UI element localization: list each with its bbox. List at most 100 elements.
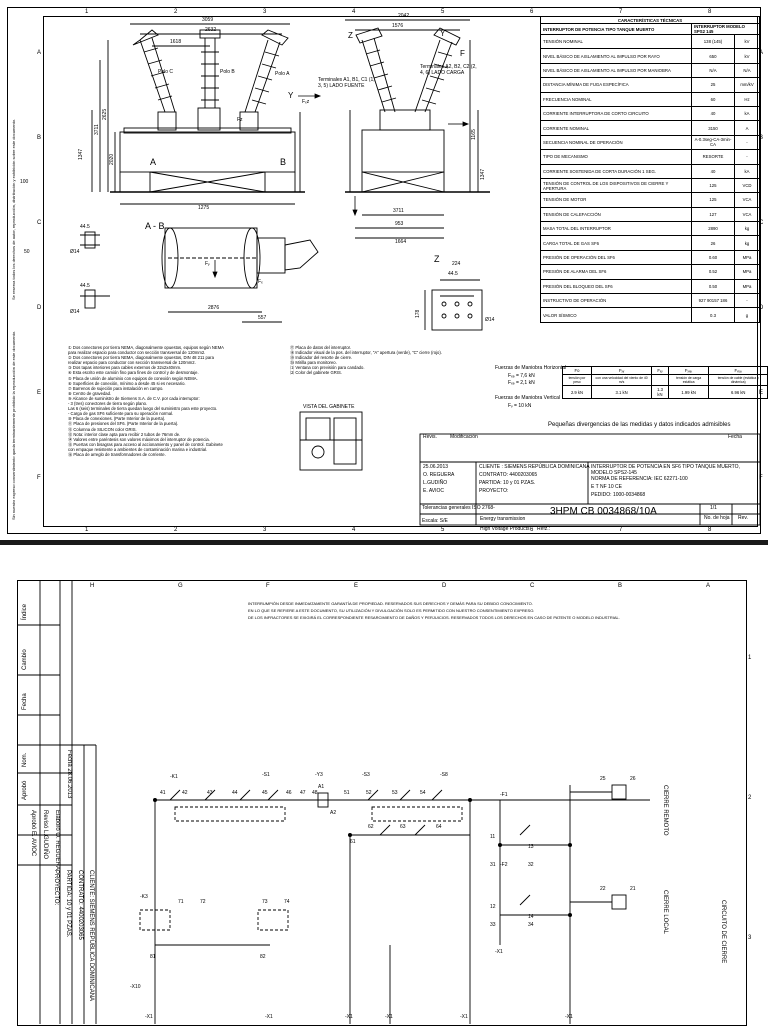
dim-front-height-4: 2020 [109, 153, 115, 165]
grid-left-label: A [37, 50, 42, 56]
dim-front-height-3: 1347 [78, 148, 84, 160]
grid-right-label: 3 [748, 935, 752, 941]
terminal-label: -X1 [495, 949, 503, 955]
grid-top-label: D [442, 583, 447, 589]
force-cell [651, 374, 669, 386]
spec-unit: - [734, 149, 760, 165]
grid-left-label: D [37, 305, 42, 311]
tb-description: INTERRUPTOR DE POTENCIA EN SF6 TIPO TANQ… [591, 464, 740, 476]
spec-unit: kV [734, 48, 760, 64]
tb-escala: Escala: S/E [422, 518, 448, 524]
spec-header-type: INTERRUPTOR DE POTENCIA TIPO TANQUE MUER… [540, 23, 692, 35]
circuit-node-label: 11 [490, 834, 496, 840]
sheet2-tb-reviso: Revisó L.GUDIÑO [42, 810, 48, 860]
tb-company-2: High Voltage Products [480, 526, 530, 532]
note-line: realizar espacio para conductor con secc… [68, 360, 196, 366]
spec-unit: MPa [734, 264, 760, 280]
force-cell: Fo [562, 366, 592, 375]
grid-bottom-label: 8 [708, 527, 712, 533]
label-y-front: Y [288, 91, 294, 100]
grid-top-label: G [178, 583, 183, 589]
spec-value: 125 [691, 192, 735, 208]
sheet1-mechanical-drawing [80, 19, 761, 526]
spec-value: 60 [691, 91, 735, 107]
circuit-node-label: 14 [528, 914, 534, 920]
spec-title: CARACTERÍSTICAS TÉCNICAS [540, 16, 760, 24]
grid-right-label: A [759, 50, 764, 56]
circuit-node-label: 43 [207, 790, 213, 796]
force-vertical-value: Fᵥ = 10 kN [508, 403, 532, 409]
tb-rev-label: Rev. [738, 515, 748, 521]
side-tank-body [361, 129, 445, 173]
label-polo-a: Polo A [275, 71, 290, 77]
grid-top-label: F [266, 583, 270, 589]
note-line: ① Dos conectores por tierra NEMA, diagon… [68, 345, 224, 350]
circuit-node-label: 73 [262, 899, 268, 905]
spec-value: N/A [691, 62, 735, 79]
spec-row: NIVEL BÁSICO DE AISLAMIENTO AL IMPULSO P… [540, 62, 760, 79]
circuit-node-label: 44 [232, 790, 238, 796]
spec-value: 3150 [691, 120, 735, 136]
spec-unit: - [734, 293, 760, 309]
grid-top-label: 7 [619, 9, 623, 15]
grid-top-label: 2 [174, 9, 178, 15]
circuit-node-label: A1 [318, 784, 325, 790]
dim-z-width: 224 [452, 261, 461, 267]
terminal-label: -X1 [265, 1014, 273, 1020]
tb-ref: Refz.: [537, 526, 551, 532]
sheet2-label-fecha: Fecha [22, 693, 28, 710]
circuit-node-label: 34 [528, 922, 534, 928]
circuit-node-label: 72 [200, 899, 206, 905]
tb-partida: PARTIDA: 10 y 01 PZAS. [479, 480, 536, 486]
dim-side-base-3: 1664 [395, 239, 407, 245]
note-line: ⑴ Ventana con previsión para candado. [290, 365, 365, 371]
grid-bottom-label: 6 [530, 527, 534, 533]
section-ab-title: A - B [145, 221, 165, 231]
spec-label: INSTRUCTIVO DE OPERACIÓN [540, 293, 692, 309]
circuit-node-label: 82 [260, 954, 266, 960]
spec-label: TENSIÓN DE MOTOR [540, 192, 692, 208]
note-line: ⑤ Placa de unión de aluminio con equipos… [68, 375, 198, 381]
spec-value: 40 [691, 105, 735, 122]
circuit-node-label: 32 [528, 862, 534, 868]
circuit-device-label: -X10 [130, 984, 141, 990]
note-line: con empaque resistente a ambientes de co… [68, 446, 208, 452]
cierre-local-switch [611, 894, 627, 910]
label-z-hole: Ø14 [485, 317, 495, 323]
spec-label: PRESIÓN DEL BLOQUEO DEL SF6 [540, 278, 692, 295]
sheet2-header-note-1: INTERRUMPIÓN DESDE INMEDIATAMENTE GARANT… [248, 601, 533, 606]
drawing-notes-left: ① Dos conectores por tierra NEMA, diagon… [68, 345, 283, 457]
tb-aprobo: E. AVIOC [423, 488, 445, 494]
spec-label: TENSIÓN DE CALEFACCIÓN [540, 206, 692, 223]
label-polo-c: Polo C [158, 69, 174, 75]
circuit-node-label: 13 [528, 844, 534, 850]
note-line: ⑦ Barrenos de sujeción para instalación … [68, 385, 164, 391]
spec-unit: Hz [734, 91, 760, 107]
technical-specs-table: CARACTERÍSTICAS TÉCNICAS INTERRUPTOR DE … [540, 16, 760, 323]
sheet2-tb-elaboro: Elaboró O. REGUERA [54, 810, 60, 871]
tb-norma: NORMA DE REFERENCIA: IEC 62271-100 [591, 476, 688, 482]
terminals-source-side: Terminales A1, B1, C1 (1, 3, 5) LADO FUE… [318, 77, 375, 89]
sheet2-header-note-2: EN LO QUE SE REFIERE A ESTE DOCUMENTO, S… [248, 608, 535, 613]
sheet2-label-aprobo: Aprobó [22, 780, 28, 800]
circuit-node-label: 26 [630, 776, 636, 782]
spec-value: 927 90157 186 [691, 293, 735, 309]
tb-cliente: CLIENTE : SIEMENS REPÚBLICA DOMINICANA [479, 464, 590, 470]
spec-row: CORRIENTE SOSTENIDA DE CORTA DURACIÓN 1 … [540, 163, 760, 179]
dim-front-base: 1275 [198, 205, 210, 211]
dim-hole-spacing-2: 44.5 [80, 283, 90, 289]
dim-z-height: 178 [415, 309, 421, 318]
rev-col-revis: Revis. [423, 434, 437, 440]
force-cell: Fₓₗₐₜ [667, 366, 710, 375]
note-line: Las 6 (seis) terminales de tierra quedan… [68, 406, 218, 412]
dim-side-base-2: 953 [395, 221, 404, 227]
note-line: ⑰ Placa de datos del interruptor. [290, 345, 351, 350]
grid-right-label: D [759, 305, 764, 311]
sheet2-tb-contrato: CONTRATO: 4400203065 [77, 870, 83, 940]
dim-side-width: 2042 [398, 13, 410, 19]
